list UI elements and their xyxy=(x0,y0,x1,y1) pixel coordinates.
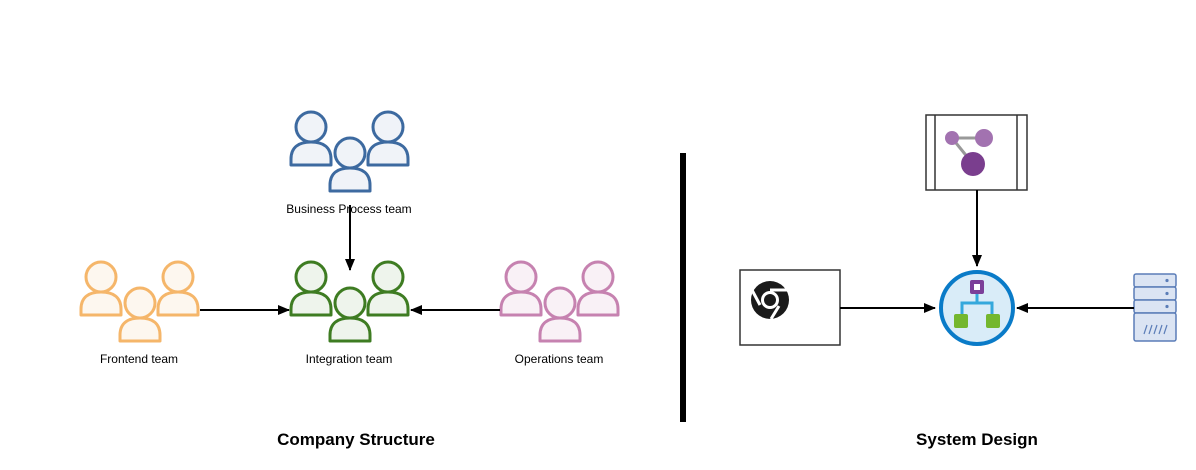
messaging-node xyxy=(925,114,1028,191)
frontend-team-label: Frontend team xyxy=(100,352,178,366)
browser-node xyxy=(739,269,841,346)
purple-nodes-icon xyxy=(945,129,993,176)
business-process-team-icon xyxy=(289,110,410,193)
messaging-node-frame xyxy=(925,114,1028,191)
integration-team-label: Integration team xyxy=(306,352,393,366)
chrome-icon xyxy=(750,281,789,320)
server-rack-icon xyxy=(1133,273,1177,342)
logic-app-icon xyxy=(954,280,1000,328)
company-structure-title: Company Structure xyxy=(277,430,435,449)
frontend-team-icon xyxy=(79,260,200,343)
integration-service-node xyxy=(939,270,1015,346)
operations-team-icon xyxy=(499,260,620,343)
operations-team-label: Operations team xyxy=(515,352,604,366)
integration-team-icon xyxy=(289,260,410,343)
operations-team-group: Operations team xyxy=(499,260,620,366)
system-design-title: System Design xyxy=(916,430,1038,449)
frontend-team-group: Frontend team xyxy=(79,260,200,366)
business-process-team-group: Business Process team xyxy=(286,110,412,216)
integration-team-group: Integration team xyxy=(289,260,410,366)
